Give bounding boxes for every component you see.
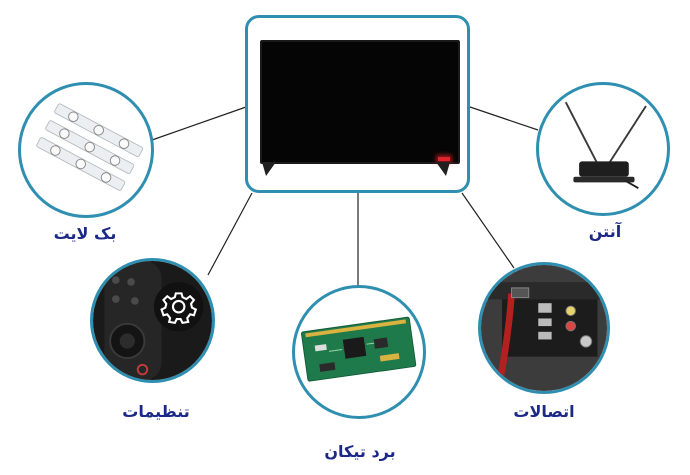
connections-circle — [478, 262, 610, 394]
tv-stand-left — [262, 162, 276, 176]
remote-control-icon — [93, 261, 212, 380]
tv-power-led — [438, 157, 450, 161]
label-connections: اتصالات — [513, 402, 575, 421]
settings-circle — [90, 258, 215, 383]
tv-frame — [245, 15, 470, 193]
tcon-circle — [292, 285, 426, 419]
label-backlight: بک لایت — [53, 224, 117, 243]
backlight-circle — [18, 82, 154, 218]
label-antenna: آنتن — [588, 222, 622, 241]
ports-icon — [481, 265, 607, 391]
connector-backlight — [151, 106, 247, 141]
tv-icon — [260, 40, 460, 164]
led-strip-icon — [36, 103, 144, 191]
circuit-board-icon — [300, 316, 417, 382]
connector-connections — [461, 192, 515, 269]
label-settings: تنظیمات — [122, 402, 190, 421]
antenna-icon — [564, 101, 647, 189]
antenna-circle — [536, 82, 670, 216]
connector-antenna — [469, 106, 539, 131]
connector-settings — [207, 192, 253, 276]
gear-icon — [160, 292, 198, 325]
label-tcon: برد تیکان — [324, 442, 396, 461]
tv-stand-right — [436, 162, 450, 176]
